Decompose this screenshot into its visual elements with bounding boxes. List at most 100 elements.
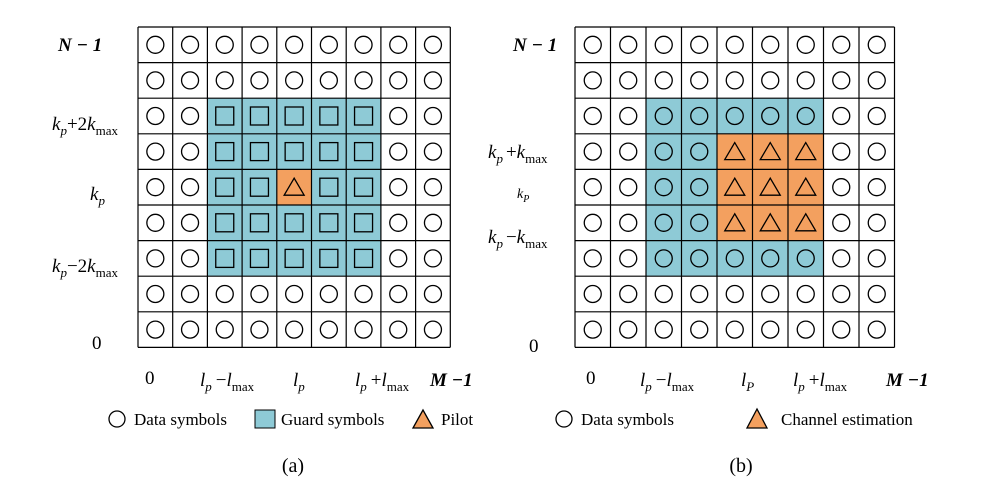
data-symbol-circle-icon — [146, 35, 165, 54]
data-symbol-circle-icon — [690, 249, 709, 268]
data-symbol-circle-icon — [146, 249, 165, 268]
guard-symbol-square-icon — [215, 141, 235, 162]
grid-cell — [823, 62, 859, 99]
data-symbol-circle-icon — [725, 284, 744, 304]
grid-cell — [207, 27, 243, 63]
grid-cell — [415, 276, 451, 312]
data-symbol-circle-icon — [583, 71, 602, 90]
data-symbol-circle-icon — [180, 142, 200, 161]
data-symbol-circle-icon — [832, 320, 851, 339]
legend-data-label-a: Data symbols — [134, 410, 227, 429]
grid-cell — [575, 169, 611, 205]
grid-cell — [717, 276, 753, 312]
guard-symbol-square-icon — [249, 141, 270, 162]
grid-cell — [380, 62, 416, 99]
grid-cell — [788, 62, 824, 99]
data-symbol-circle-icon — [583, 106, 602, 126]
legend-data-circle-icon-a — [108, 410, 126, 428]
grid-cell — [575, 27, 611, 63]
grid-cell — [859, 133, 895, 170]
grid-cell — [346, 133, 381, 170]
data-symbol-circle-icon — [146, 213, 165, 232]
data-symbol-circle-icon — [619, 320, 638, 339]
data-symbol-circle-icon — [146, 106, 165, 126]
data-symbol-circle-icon — [832, 35, 851, 54]
guard-symbol-square-icon — [319, 177, 339, 197]
grid-cell — [242, 276, 277, 312]
data-symbol-circle-icon — [619, 71, 638, 90]
grid-cell — [311, 311, 347, 348]
grid-cell — [380, 240, 416, 277]
guard-symbol-square-icon — [353, 141, 374, 162]
data-symbol-circle-icon — [389, 35, 408, 54]
grid-cell — [646, 311, 682, 348]
grid-cell — [681, 27, 717, 63]
grid-cell — [346, 27, 381, 63]
data-symbol-circle-icon — [423, 249, 443, 268]
grid-cell — [788, 133, 824, 170]
row-label-kp-b: kP — [517, 187, 529, 205]
data-symbol-circle-icon — [389, 178, 408, 197]
data-symbol-circle-icon — [832, 249, 851, 268]
grid-cell — [276, 62, 312, 99]
data-symbol-circle-icon — [867, 213, 886, 232]
guard-symbol-square-icon — [319, 106, 339, 126]
data-symbol-circle-icon — [354, 284, 373, 304]
guard-symbol-square-icon — [353, 177, 374, 197]
grid-cell — [610, 133, 646, 170]
guard-symbol-square-icon — [284, 106, 304, 126]
grid-cell — [823, 133, 859, 170]
grid-cell — [242, 311, 277, 348]
data-symbol-circle-icon — [654, 142, 673, 161]
row-label-kp-minus-2kmax-a: kp−2kmax — [52, 256, 118, 280]
grid-cell — [380, 27, 416, 63]
grid-cell — [207, 205, 243, 241]
data-symbol-circle-icon — [690, 71, 709, 90]
channel-estimation-triangle-icon — [723, 176, 746, 196]
grid-cell — [346, 311, 381, 348]
grid-cell — [276, 311, 312, 348]
grid-cell — [575, 205, 611, 241]
grid-cell — [276, 276, 312, 312]
grid-cell — [823, 98, 859, 134]
grid-cell — [242, 240, 277, 277]
data-symbol-circle-icon — [583, 284, 602, 304]
caption-a: (a) — [282, 455, 304, 477]
grid-cell — [415, 205, 451, 241]
data-symbol-circle-icon — [690, 178, 709, 197]
legend-data-circle-icon-b — [555, 410, 573, 428]
data-symbol-circle-icon — [250, 320, 269, 339]
data-symbol-circle-icon — [619, 284, 638, 304]
grid-cell — [276, 27, 312, 63]
grid-cell — [575, 98, 611, 134]
grid-cell — [823, 169, 859, 205]
legend-data-label-b: Data symbols — [581, 410, 674, 429]
data-symbol-circle-icon — [654, 284, 673, 304]
grid-cell — [242, 133, 277, 170]
row-label-kp-a: kp — [90, 184, 105, 208]
grid-cell — [242, 205, 277, 241]
data-symbol-circle-icon — [867, 284, 886, 304]
data-symbol-circle-icon — [215, 284, 234, 304]
data-symbol-circle-icon — [180, 71, 200, 90]
grid-cell — [681, 133, 717, 170]
grid-cell — [646, 169, 682, 205]
grid-cell — [311, 169, 347, 205]
grid-cell — [138, 169, 173, 205]
data-symbol-circle-icon — [389, 142, 408, 161]
legend-guard-label: Guard symbols — [281, 410, 384, 429]
grid-cell — [346, 62, 381, 99]
data-symbol-circle-icon — [180, 213, 200, 232]
grid-cell — [311, 240, 347, 277]
data-symbol-circle-icon — [654, 106, 673, 126]
guard-symbol-square-icon — [353, 213, 374, 233]
data-symbol-circle-icon — [389, 284, 408, 304]
guard-symbol-square-icon — [215, 177, 235, 197]
grid-cell — [681, 276, 717, 312]
grid-cell — [788, 169, 824, 205]
data-symbol-circle-icon — [654, 178, 673, 197]
grid-cell — [172, 311, 208, 348]
guard-symbol-square-icon — [249, 213, 270, 233]
data-symbol-circle-icon — [423, 284, 443, 304]
data-symbol-circle-icon — [250, 71, 269, 90]
